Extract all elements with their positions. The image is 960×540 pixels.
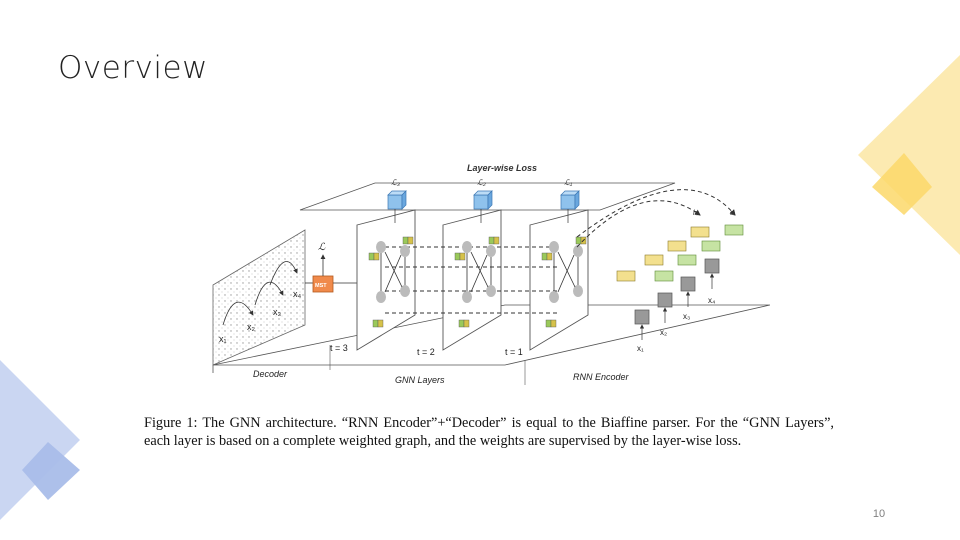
figure-caption: Figure 1: The GNN architecture. “RNN Enc… (144, 415, 834, 449)
floor-plane (212, 304, 770, 366)
decoder-loss-symbol: ℒ (318, 242, 326, 253)
time-label-t3: t = 3 (330, 343, 348, 353)
decoder-input-x1: x₁ (219, 334, 227, 344)
loss-symbol-l3: ℒ₃ (391, 178, 400, 187)
rnn-encoder: hᵢ dᵢ x₁ x₂ x₃ x₄ RNN Encode (573, 189, 744, 382)
time-label-t2: t = 2 (417, 347, 435, 357)
gnn-layer-t2: t = 2 (417, 209, 502, 357)
encoder-input-x2: x₂ (660, 328, 667, 337)
yellow-diamond-small (872, 153, 932, 215)
gnn-layer-t1: t = 1 (505, 209, 589, 357)
decoder-input-x3: x₃ (273, 307, 282, 317)
loss-cubes: ℒ₃ ℒ₂ ℒ₁ (387, 178, 580, 223)
rnn-encoder-label: RNN Encoder (573, 372, 630, 382)
head-label-d: dᵢ (730, 210, 735, 217)
layer-wise-loss-label: Layer-wise Loss (467, 163, 537, 173)
decoder-input-x2: x₂ (247, 322, 256, 332)
blue-diamond-large (0, 360, 80, 520)
slide-title: Overview (58, 50, 208, 86)
yellow-diamond-large (858, 55, 960, 255)
decoder-label: Decoder (253, 369, 288, 379)
loss-symbol-l1: ℒ₁ (564, 178, 573, 187)
encoder-input-x3: x₃ (683, 312, 690, 321)
head-label-h: hᵢ (693, 210, 698, 217)
decoder-input-x4: x₄ (293, 289, 302, 299)
time-label-t1: t = 1 (505, 347, 523, 357)
loss-symbol-l2: ℒ₂ (477, 178, 486, 187)
decoder-panel (212, 229, 306, 366)
mst-label: MST (315, 283, 327, 289)
gnn-layers-label: GNN Layers (395, 375, 445, 385)
gnn-layer-t3: t = 3 (330, 209, 416, 353)
gnn-nodes (368, 236, 587, 328)
gnn-architecture-figure: Layer-wise Loss x₁ x₂ x₃ x₄ Decoder MST … (212, 163, 770, 385)
inter-layer-links (385, 246, 557, 314)
slide-number: 10 (872, 508, 886, 520)
encoder-input-x1: x₁ (637, 344, 644, 353)
top-plane (299, 182, 676, 211)
encoder-input-x4: x₄ (708, 296, 715, 305)
blue-diamond-small (22, 442, 80, 500)
